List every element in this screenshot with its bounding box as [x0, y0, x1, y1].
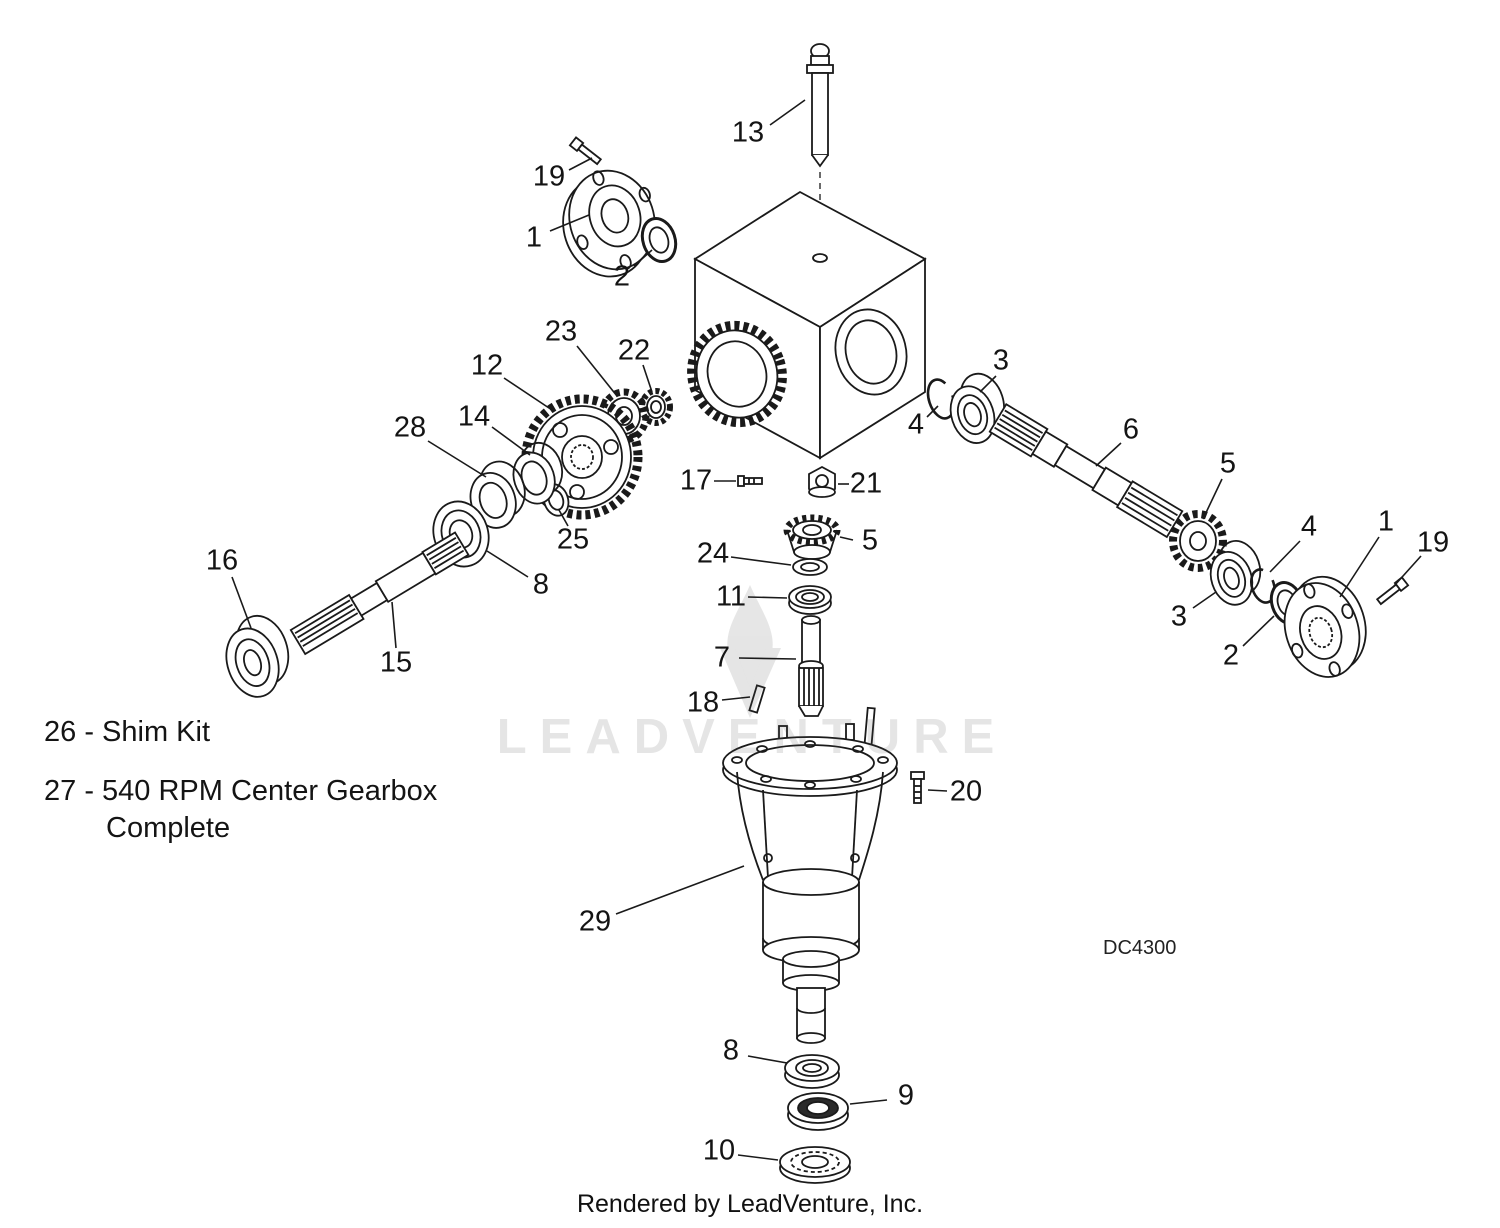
- drawing-layer: [225, 43, 1410, 1184]
- lock-nut-21: [808, 465, 836, 498]
- bearing-11: [788, 585, 832, 615]
- leader-line-2: [633, 249, 653, 267]
- shaft-7: [798, 615, 824, 717]
- bolt-19-left: [568, 136, 603, 166]
- leader-line-4: [1269, 540, 1301, 573]
- flange-1-right: [1283, 575, 1367, 678]
- shaft-6: [988, 403, 1184, 539]
- leader-line-8: [747, 1055, 788, 1064]
- bearing-8-bottom: [784, 1054, 840, 1089]
- bolt-19-right: [1375, 576, 1410, 606]
- legend-item-27: 27 - 540 RPM Center Gearbox: [44, 775, 438, 808]
- leader-line-29: [615, 865, 745, 915]
- watermark-logo-icon: [727, 585, 773, 690]
- gearbox-housing: [687, 190, 927, 460]
- leader-line-28: [427, 440, 487, 478]
- watermark-text: LEADVENTURE: [497, 710, 1008, 764]
- leader-line-19: [1393, 555, 1422, 587]
- seal-10: [779, 1146, 851, 1184]
- roll-pin-18: [748, 684, 766, 714]
- leader-line-7: [738, 657, 797, 660]
- leader-line-16: [231, 576, 252, 629]
- pinion-gear-5-right: [1169, 510, 1227, 572]
- leader-line-1: [549, 214, 590, 232]
- leader-line-24: [730, 556, 792, 566]
- washer-24: [792, 558, 828, 576]
- flange-1-left: [562, 169, 656, 278]
- bearing-3-right-lower: [1209, 540, 1262, 606]
- watermark-logo-icon-chevron: [720, 648, 781, 718]
- leader-line-8: [486, 550, 529, 578]
- screw-17: [737, 475, 763, 487]
- shaft-15: [289, 531, 470, 656]
- vent-plug-13: [806, 43, 834, 250]
- leader-line-12: [503, 377, 553, 411]
- leader-line-4: [926, 405, 939, 418]
- bolt-20: [910, 771, 925, 804]
- footer-credit: Rendered by LeadVenture, Inc.: [576, 1190, 924, 1218]
- legend: 26 - Shim Kit 27 - 540 RPM Center Gearbo…: [44, 714, 437, 847]
- leader-line-14: [491, 426, 531, 456]
- leader-line-11: [747, 596, 788, 599]
- snap-ring-4-right-lower: [1249, 568, 1277, 604]
- output-housing-29: [722, 723, 898, 1044]
- leader-line-20: [927, 789, 948, 792]
- leader-line-10: [737, 1154, 779, 1161]
- bearing-9: [787, 1092, 849, 1131]
- housing-splined-collar: [687, 320, 787, 428]
- leader-line-19: [568, 157, 593, 171]
- leader-line-2: [1242, 615, 1275, 647]
- leader-line-5: [1202, 478, 1223, 520]
- diagram-code: DC4300: [1103, 937, 1177, 959]
- bearing-race-14: [512, 441, 564, 505]
- bevel-gear-5-center: [783, 514, 841, 560]
- leader-line-18: [721, 696, 751, 701]
- leader-line-23: [576, 345, 618, 397]
- leader-line-6: [1095, 442, 1122, 467]
- leader-line-15: [391, 601, 397, 649]
- leader-line-9: [849, 1099, 888, 1105]
- snap-ring-4-right-upper: [926, 378, 956, 420]
- leader-lines-layer: [231, 99, 1422, 1161]
- leader-line-3: [1192, 591, 1217, 609]
- leader-line-13: [769, 99, 806, 126]
- housing-bore: [834, 308, 908, 396]
- leadventure-watermark: LEADVENTURE: [497, 585, 1008, 764]
- leader-line-22: [642, 364, 653, 393]
- end-cap-16: [225, 615, 290, 698]
- leader-line-3: [979, 375, 997, 393]
- leader-line-5: [839, 536, 854, 541]
- gear-12: [521, 394, 643, 520]
- leader-line-25: [558, 509, 569, 527]
- leader-line-1: [1339, 536, 1380, 598]
- legend-item-26: 26 - Shim Kit: [44, 716, 210, 748]
- legend-item-27-continued: Complete: [106, 812, 231, 845]
